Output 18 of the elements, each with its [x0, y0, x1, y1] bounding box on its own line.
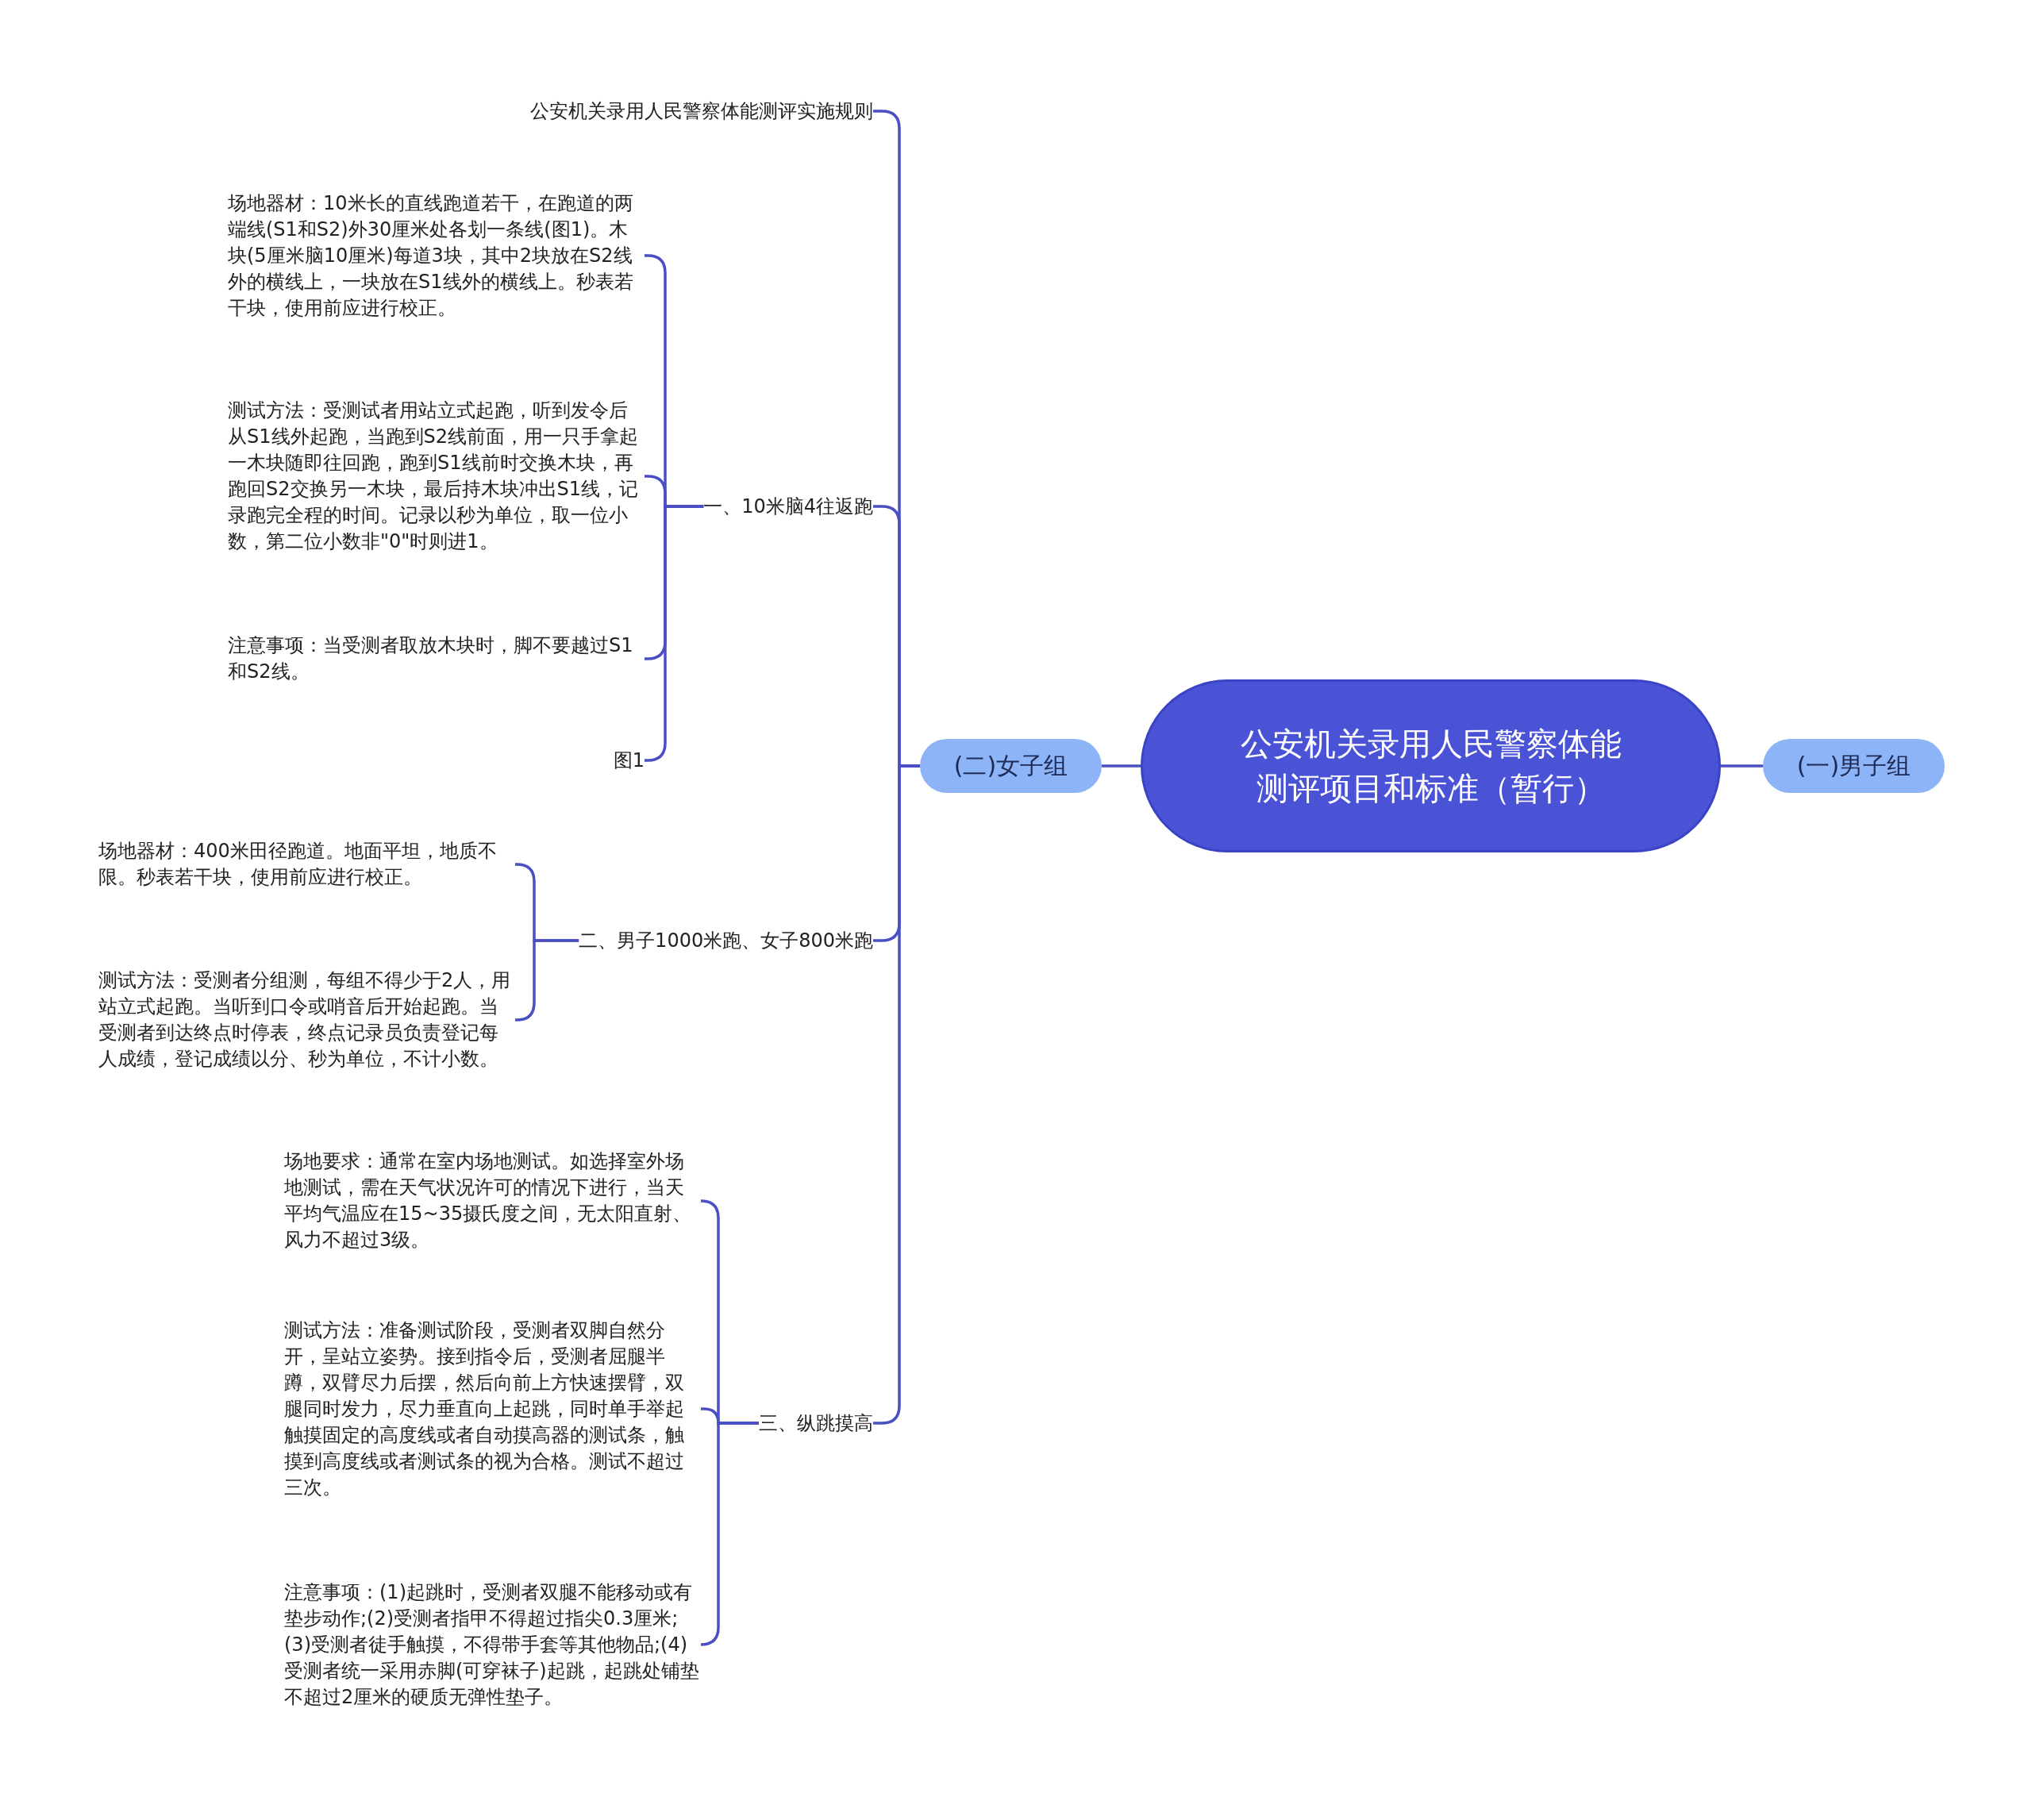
subtopic-label: 图1	[613, 747, 645, 774]
central-topic: 公安机关录用人民警察体能测评项目和标准（暂行）	[1141, 679, 1721, 852]
note-text: 注意事项：当受测者取放木块时，脚不要越过S1和S2线。	[228, 633, 645, 685]
note-text: 测试方法：准备测试阶段，受测者双脚自然分开，呈站立姿势。接到指令后，受测者屈腿半蹲，双臂尽力后摆，然后向前上方快速摆臂，双腿同时发力，尽力垂直向上起跳，同时单手举起触摸固定的高度线或者自动摸高器的测试条，触摸到高度线或者测试条的视为合格。测试不超过三次。	[284, 1317, 701, 1501]
note-text: 场地器材：400米田径跑道。地面平坦，地质不限。秒表若干块，使用前应进行校正。	[98, 838, 515, 891]
branch-topic: (二)女子组	[920, 739, 1102, 793]
branch-topic: (一)男子组	[1763, 739, 1945, 793]
note-text: 测试方法：受测试者用站立式起跑，听到发令后从S1线外起跑，当跑到S2线前面，用一只手拿起一木块随即往回跑，跑到S1线前时交换木块，再跑回S2交换另一木块，最后持木块冲出S1线，记录跑完全程的时间。记录以秒为单位，取一位小数，第二位小数非"0"时则进1。	[228, 398, 645, 555]
subtopic-label: 一、10米脑4往返跑	[703, 493, 873, 520]
connector-line	[1721, 764, 1763, 768]
note-text: 场地器材：10米长的直线跑道若干，在跑道的两端线(S1和S2)外30厘米处各划一条线(图1)。木块(5厘米脑10厘米)每道3块，其中2块放在S2线外的横线上，一块放在S1线外的横线上。秒表若干块，使用前应进行校正。	[228, 190, 645, 321]
subtopic-label: 公安机关录用人民警察体能测评实施规则	[530, 98, 873, 125]
connector-line	[1102, 764, 1141, 768]
subtopic-label: 二、男子1000米跑、女子800米跑	[579, 927, 873, 954]
subtopic-label: 三、纵跳摸高	[759, 1410, 873, 1437]
note-text: 注意事项：(1)起跳时，受测者双腿不能移动或有垫步动作;(2)受测者指甲不得超过指尖0.3厘米;(3)受测者徒手触摸，不得带手套等其他物品;(4)受测者统一采用赤脚(可穿袜子)起跳，起跳处铺垫不超过2厘米的硬质无弹性垫子。	[284, 1579, 701, 1710]
note-text: 测试方法：受测者分组测，每组不得少于2人，用站立式起跑。当听到口令或哨音后开始起跑。当受测者到达终点时停表，终点记录员负责登记每人成绩，登记成绩以分、秒为单位，不计小数。	[98, 968, 515, 1072]
note-text: 场地要求：通常在室内场地测试。如选择室外场地测试，需在天气状况许可的情况下进行，当天平均气温应在15~35摄氏度之间，无太阳直射、风力不超过3级。	[284, 1149, 701, 1253]
